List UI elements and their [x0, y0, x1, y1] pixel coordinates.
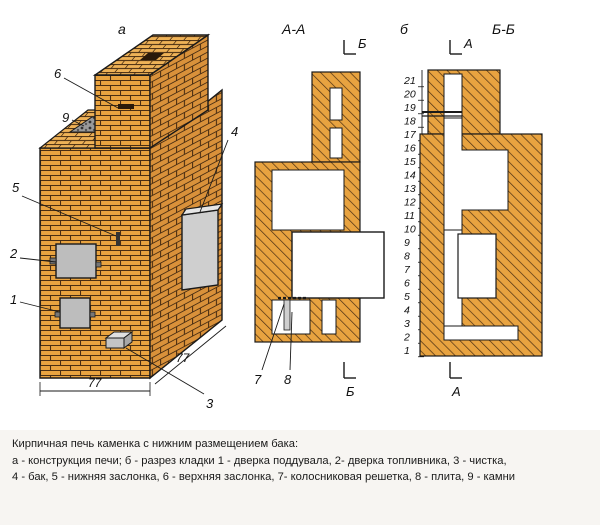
- aa-plate: [283, 299, 291, 331]
- aa-flue-upper: [329, 87, 343, 121]
- bb-tank-section: [457, 233, 497, 299]
- flue-opening: [140, 53, 164, 60]
- caption-title: Кирпичная печь каменка с нижним размещен…: [12, 438, 299, 450]
- section-aa-label: А-А: [281, 21, 305, 37]
- callout-5: 5: [12, 180, 20, 195]
- aa-side-channel: [321, 299, 337, 335]
- ash-pit-door: [59, 297, 91, 329]
- section-aa: А-А Б Б 7 8: [254, 21, 385, 399]
- callout-7: 7: [254, 372, 262, 387]
- ash-door-hinge: [54, 311, 61, 318]
- row-number: 9: [404, 237, 410, 249]
- depth-dimension: 77: [176, 351, 191, 365]
- row-number: 4: [404, 305, 410, 317]
- row-number: 13: [404, 183, 416, 195]
- ash-door-handle: [89, 311, 96, 318]
- water-tank: [181, 209, 219, 291]
- row-number: 18: [404, 116, 416, 128]
- row-number: 15: [404, 156, 416, 168]
- row-number: 10: [404, 224, 416, 236]
- row-number: 12: [404, 197, 416, 209]
- cut-b-bottom: Б: [346, 384, 355, 399]
- row-number: 11: [404, 210, 415, 222]
- callouts-3d: 6 9 4 5 2 1 3: [9, 66, 238, 411]
- row-number: 14: [404, 170, 416, 182]
- bb-chimney-masonry: [427, 69, 501, 135]
- bb-ashpit: [443, 325, 519, 341]
- row-number: 7: [404, 264, 411, 276]
- row-number: 20: [403, 89, 416, 101]
- row-number: 16: [404, 143, 416, 155]
- row-number: 1: [404, 345, 410, 357]
- section-bb-label: Б-Б: [492, 21, 515, 37]
- cleanout-side: [123, 331, 133, 349]
- cleanout-door: [105, 337, 125, 349]
- fuel-door: [55, 243, 97, 279]
- callout-8: 8: [284, 372, 292, 387]
- callout-2: 2: [9, 246, 18, 261]
- cut-a-bottom: А: [451, 384, 461, 399]
- chimney-front-face: [94, 74, 151, 149]
- cut-a-top: А: [463, 36, 473, 51]
- callout-9: 9: [62, 110, 69, 125]
- width-dimension: 77: [88, 376, 103, 390]
- view-b-label: б: [400, 21, 409, 37]
- callout-1: 1: [10, 292, 17, 307]
- aa-water-tank: [291, 231, 385, 299]
- section-bb: б Б-Б 123456789101112131415161718192021 …: [400, 21, 543, 399]
- row-number: 5: [404, 291, 410, 303]
- callout-4: 4: [231, 124, 238, 139]
- upper-damper-slot: [118, 104, 134, 109]
- callout-3: 3: [206, 396, 214, 411]
- view-a-label: а: [118, 21, 126, 37]
- fuel-door-handle: [95, 261, 102, 268]
- stove-diagram: а 77: [9, 21, 543, 411]
- row-number: 17: [404, 129, 417, 141]
- row-number: 8: [404, 251, 410, 263]
- aa-flue-lower: [329, 127, 343, 159]
- caption-line-2: 4 - бак, 5 - нижняя заслонка, 6 - верхня…: [12, 471, 516, 483]
- callout-6: 6: [54, 66, 62, 81]
- figure-caption: Кирпичная печь каменка с нижним размещен…: [0, 430, 600, 525]
- row-number: 19: [404, 102, 416, 114]
- stove-3d-view: а 77: [9, 21, 238, 411]
- row-number: 2: [403, 332, 410, 344]
- water-tank-top: [180, 203, 224, 216]
- depth-dimension-line: [154, 325, 227, 385]
- row-number: 6: [404, 278, 410, 290]
- row-number: 21: [403, 75, 416, 87]
- caption-line-1: а - конструкция печи; б - разрез кладки …: [12, 455, 507, 467]
- aa-firebox: [271, 169, 345, 231]
- row-number: 3: [404, 318, 410, 330]
- lower-damper-rod: [116, 232, 120, 246]
- cut-b-top: Б: [358, 36, 367, 51]
